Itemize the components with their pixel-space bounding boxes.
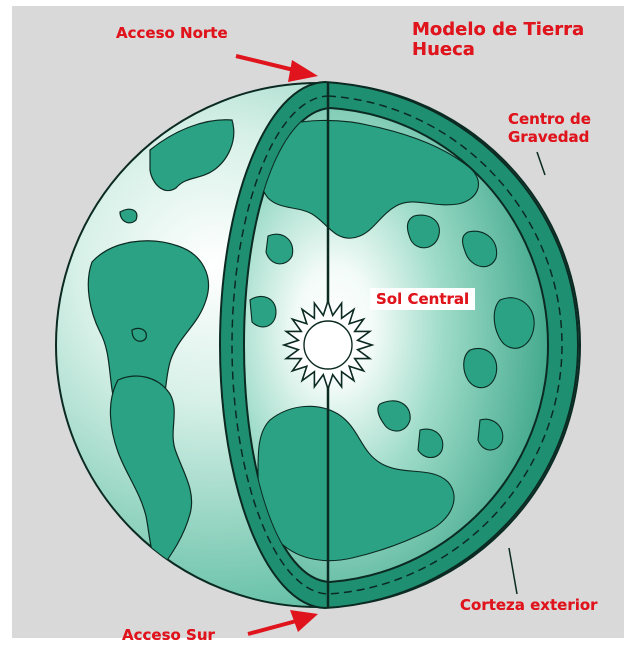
- crust-leader-line: [508, 547, 518, 595]
- gravity-leader-line: [536, 151, 546, 176]
- title-line-1: Modelo de Tierra: [412, 19, 585, 40]
- sun-icon: [281, 298, 375, 392]
- inner-hollow: [242, 106, 550, 584]
- gravity-center-label: Centro de Gravedad: [508, 110, 630, 146]
- outer-crust-label: Corteza exterior: [460, 596, 598, 614]
- central-sun-label: Sol Central: [370, 288, 476, 310]
- outer-continents: [87, 119, 235, 572]
- north-arrow-icon: [235, 54, 318, 82]
- gravity-center-line: [231, 95, 563, 595]
- north-access-label: Acceso Norte: [116, 24, 228, 42]
- south-arrow-icon: [247, 610, 318, 636]
- title-line-2: Hueca: [412, 39, 475, 60]
- diagram-title: Modelo de Tierra Hueca: [412, 20, 584, 60]
- gravity-label-line-2: Gravedad: [508, 128, 590, 146]
- gravity-label-line-1: Centro de: [508, 110, 591, 128]
- inner-continents: [249, 119, 535, 562]
- south-access-label: Acceso Sur: [122, 626, 215, 644]
